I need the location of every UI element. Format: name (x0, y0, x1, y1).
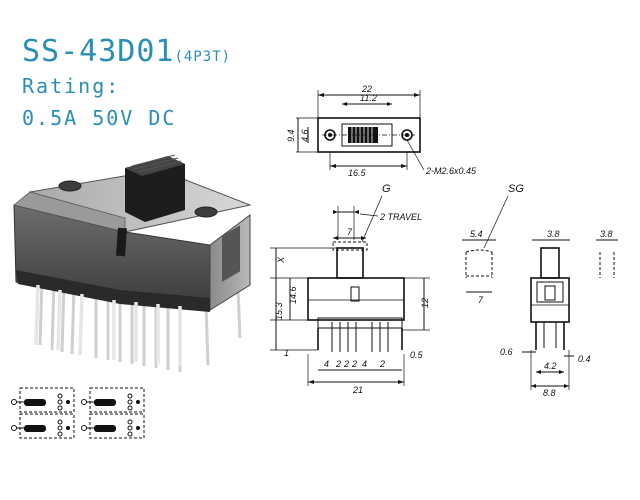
dim-top-height: 9.4 (286, 129, 296, 142)
model-variant: (4P3T) (174, 49, 232, 65)
top-body-outline (317, 117, 421, 153)
dim-15-3: 15.3 (274, 302, 284, 320)
dim-4-2: 4.2 (544, 361, 557, 371)
dim-top-hole-pitch: 16.5 (348, 168, 367, 178)
dim-12: 12 (420, 298, 430, 308)
side-body-outline (530, 277, 570, 323)
schematic-group-right (81, 387, 145, 439)
dim-3-8b: 3.8 (600, 229, 613, 239)
dim-actuator-width: 7 (347, 227, 353, 237)
dim-0-6: 0.6 (500, 347, 513, 357)
schematic-symbols (11, 387, 145, 439)
model-number: SS-43D01 (22, 34, 175, 69)
dim-pitch-4a: 4 (324, 359, 329, 369)
dim-pitch-2-1: 2 (335, 359, 341, 369)
dim-pitch-2-3: 2 (351, 359, 357, 369)
front-body-outline (307, 277, 405, 321)
dim-3-8: 3.8 (547, 229, 560, 239)
dim-7: 7 (478, 295, 484, 305)
dim-pitch-2b: 2 (379, 359, 385, 369)
dim-8-8: 8.8 (543, 388, 556, 398)
side-view-drawing: SG 5.4 7 3.8 3.8 0.6 0.4 4.2 (462, 183, 618, 398)
top-view-drawing: 22 11.2 9.4 4.6 16.5 2-M2.6x0.45 (286, 84, 477, 178)
dim-x: X (276, 256, 286, 264)
note-travel: 2 TRAVEL (379, 212, 422, 222)
switch-photo (13, 154, 252, 372)
dim-total-width: 21 (352, 385, 363, 395)
model-title: SS-43D01(4P3T) (22, 34, 231, 69)
schematic-group-left (11, 387, 75, 439)
dim-5-4: 5.4 (470, 229, 483, 239)
dim-pitch-2-2: 2 (343, 359, 349, 369)
dim-1: 1 (284, 348, 289, 358)
dim-top-width: 22 (361, 84, 372, 94)
dim-0-4: 0.4 (578, 354, 591, 364)
photo-front-pins (34, 284, 182, 366)
label-sg: SG (508, 183, 524, 195)
dim-top-inner: 4.6 (300, 129, 310, 142)
dim-pitch-4b: 4 (362, 359, 367, 369)
dim-0-5: 0.5 (410, 350, 424, 360)
note-mount-holes: 2-M2.6x0.45 (425, 166, 477, 176)
rating-value: 0.5A 50V DC (22, 106, 177, 130)
dim-14-6: 14.6 (288, 286, 298, 304)
front-view-drawing: G 2 TRAVEL 7 (270, 183, 430, 395)
front-actuator (336, 247, 364, 279)
label-g: G (382, 183, 391, 195)
dim-top-slot: 11.2 (360, 93, 377, 103)
rating-label: Rating: (22, 74, 121, 98)
